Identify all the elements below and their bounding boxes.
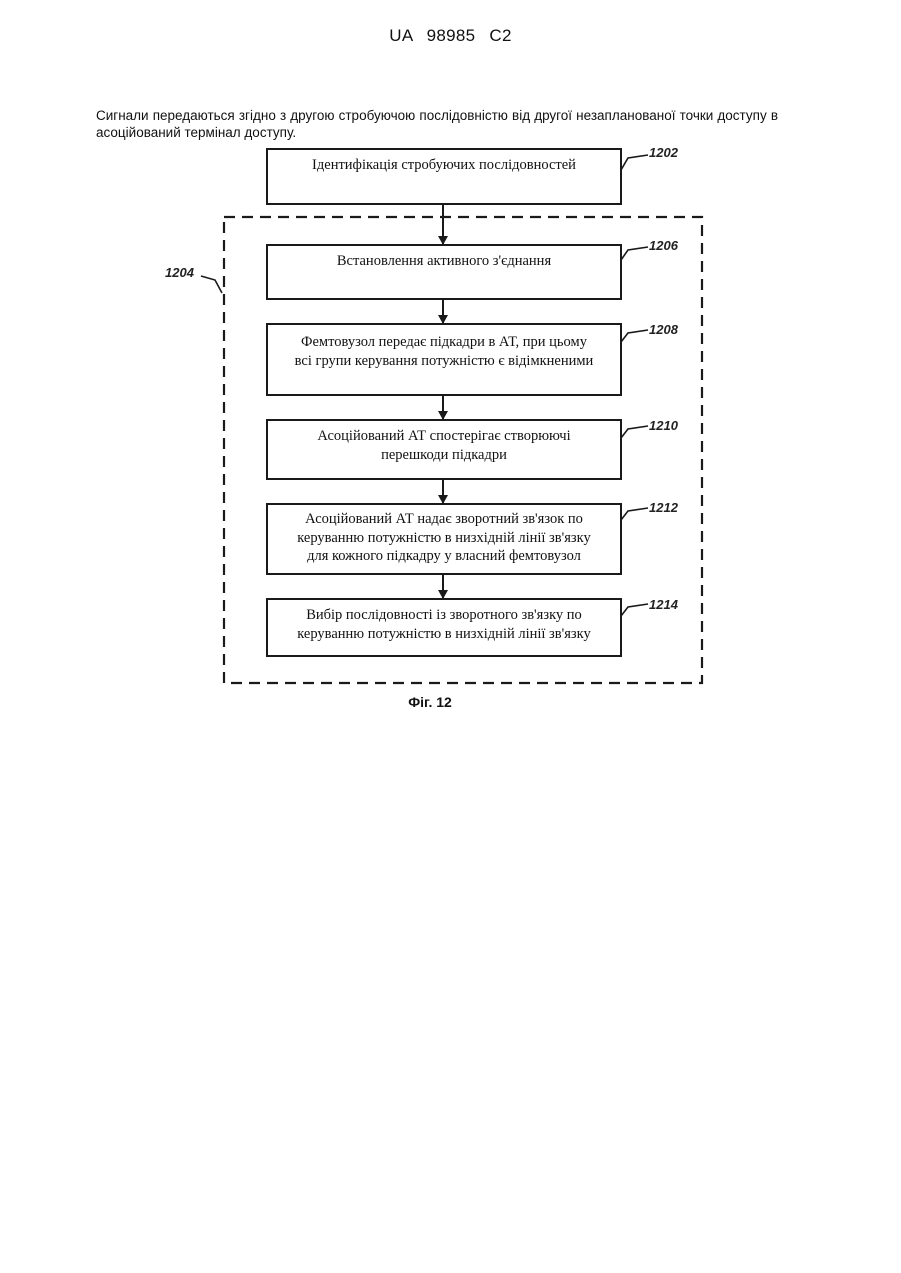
ref-label-1206: 1206 bbox=[649, 238, 678, 253]
step-box-1212: Асоційований АТ надає зворотний зв'язок … bbox=[266, 503, 622, 575]
leader-1204 bbox=[201, 276, 222, 293]
step-text-1208-line1: Фемтовузол передає підкадри в АТ, при ць… bbox=[268, 333, 620, 352]
leader-1212 bbox=[621, 508, 648, 520]
ref-label-1212: 1212 bbox=[649, 500, 678, 515]
leader-1206 bbox=[621, 247, 648, 260]
step-text-1212-line1: Асоційований АТ надає зворотний зв'язок … bbox=[268, 510, 620, 529]
leader-1202 bbox=[621, 155, 648, 170]
step-text-1208-line2: всі групи керування потужністю є відімкн… bbox=[268, 352, 620, 371]
ref-label-1214: 1214 bbox=[649, 597, 678, 612]
step-text-1206: Встановлення активного з'єднання bbox=[268, 252, 620, 271]
step-box-1206: Встановлення активного з'єднання bbox=[266, 244, 622, 300]
leader-1210 bbox=[621, 426, 648, 438]
step-box-1210: Асоційований АТ спостерігає створюючі пе… bbox=[266, 419, 622, 480]
leader-1214 bbox=[621, 604, 648, 616]
step-text-1210-line2: перешкоди підкадри bbox=[268, 446, 620, 465]
step-box-1214: Вибір послідовності із зворотного зв'язк… bbox=[266, 598, 622, 657]
step-text-1214-line1: Вибір послідовності із зворотного зв'язк… bbox=[268, 606, 620, 625]
step-text-1210-line1: Асоційований АТ спостерігає створюючі bbox=[268, 427, 620, 446]
step-text-1214-line2: керуванню потужністю в низхідній лінії з… bbox=[268, 625, 620, 644]
ref-label-1204: 1204 bbox=[165, 265, 194, 280]
step-box-1208: Фемтовузол передає підкадри в АТ, при ць… bbox=[266, 323, 622, 396]
step-text-1202: Ідентифікація стробуючих послідовностей bbox=[268, 156, 620, 175]
step-box-1202: Ідентифікація стробуючих послідовностей bbox=[266, 148, 622, 205]
flowchart-diagram: Ідентифікація стробуючих послідовностей … bbox=[0, 0, 901, 760]
ref-label-1202: 1202 bbox=[649, 145, 678, 160]
leader-1208 bbox=[621, 330, 648, 342]
ref-label-1208: 1208 bbox=[649, 322, 678, 337]
ref-label-1210: 1210 bbox=[649, 418, 678, 433]
step-text-1212-line2: керуванню потужністю в низхідній лінії з… bbox=[268, 529, 620, 548]
figure-caption: Фіг. 12 bbox=[0, 694, 860, 710]
step-text-1212-line3: для кожного підкадру у власний фемтовузо… bbox=[268, 547, 620, 566]
